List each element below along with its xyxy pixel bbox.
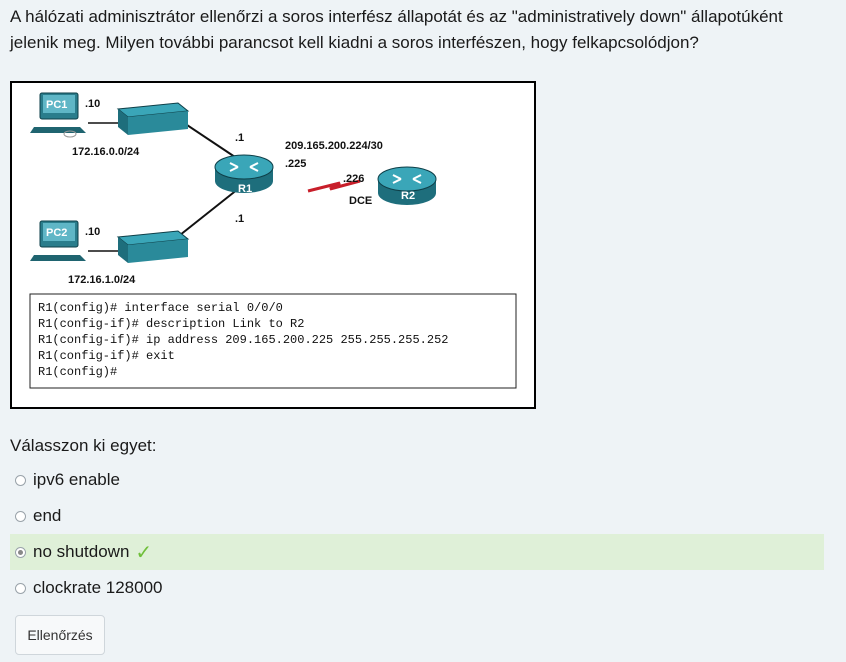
cli-line-2: R1(config-if)# description Link to R2	[38, 317, 304, 331]
switch2-icon	[116, 230, 190, 263]
check-button[interactable]: Ellenőrzés	[15, 615, 105, 655]
r1-label: R1	[238, 183, 252, 195]
pc2-host: .10	[85, 226, 100, 238]
cli-line-3: R1(config-if)# ip address 209.165.200.22…	[38, 333, 448, 347]
answer-prompt: Válasszon ki egyet:	[10, 436, 157, 455]
answer-list: ipv6 enable end no shutdown ✓ clockrate …	[10, 462, 824, 606]
answer-label: clockrate 128000	[33, 578, 163, 597]
pc1-label: PC1	[46, 99, 67, 111]
serial-network: 209.165.200.224/30	[285, 140, 383, 152]
answer-option-2[interactable]: end	[10, 498, 824, 534]
radio-button[interactable]	[15, 510, 26, 522]
dce-label: DCE	[349, 195, 372, 207]
answer-label: end	[33, 506, 62, 525]
switch1-icon	[116, 102, 190, 135]
check-icon: ✓	[135, 541, 153, 564]
radio-button-selected[interactable]	[15, 546, 26, 558]
question-text: A hálózati adminisztrátor ellenőrzi a so…	[10, 7, 783, 52]
pc1-host: .10	[85, 98, 100, 110]
pc2-label: PC2	[46, 227, 67, 239]
topology-figure: PC1 .10 172.16.0.0/24 PC2 .10 172.16.1.0…	[10, 81, 536, 409]
r1-serial-ip: .225	[285, 158, 306, 170]
cli-line-1: R1(config)# interface serial 0/0/0	[38, 301, 283, 315]
answer-label: no shutdown	[33, 542, 130, 561]
cli-line-4: R1(config-if)# exit	[38, 349, 175, 363]
router-r1-icon	[214, 154, 274, 193]
radio-button[interactable]	[15, 582, 26, 594]
net2-label: 172.16.1.0/24	[68, 274, 136, 286]
r2-label: R2	[401, 190, 415, 202]
answer-option-1[interactable]: ipv6 enable	[10, 462, 824, 498]
radio-button[interactable]	[15, 474, 26, 486]
answer-label: ipv6 enable	[33, 470, 120, 489]
router-r2-icon	[377, 166, 437, 205]
answer-option-4[interactable]: clockrate 128000	[10, 570, 824, 606]
r1-top-interface: .1	[235, 132, 244, 144]
topology-diagram: PC1 .10 172.16.0.0/24 PC2 .10 172.16.1.0…	[10, 81, 536, 409]
cli-line-5: R1(config)#	[38, 365, 117, 379]
answer-option-3[interactable]: no shutdown ✓	[10, 534, 824, 570]
net1-label: 172.16.0.0/24	[72, 146, 140, 158]
r2-serial-ip: .226	[343, 173, 364, 185]
r1-bottom-interface: .1	[235, 213, 244, 225]
